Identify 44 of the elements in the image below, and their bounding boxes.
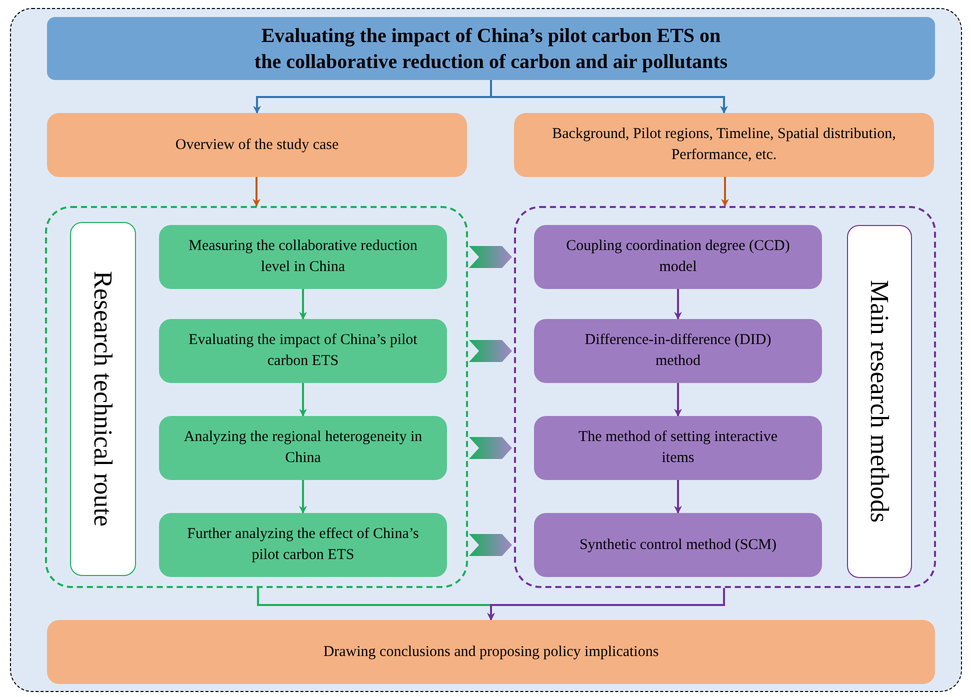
node-text: The method of setting interactive items — [577, 428, 779, 468]
process-box — [47, 113, 467, 177]
method-box — [534, 513, 822, 577]
arrow — [299, 383, 307, 417]
node-text: Further analyzing the effect of China’s pilot carbon ETS — [186, 525, 420, 565]
arrow — [674, 383, 682, 417]
step-box — [159, 416, 447, 480]
method-box — [534, 416, 822, 480]
side-label-box — [847, 225, 912, 578]
node-text: Synthetic control method (SCM) — [578, 536, 778, 554]
chevron-arrow — [469, 534, 512, 556]
node-text: Evaluating the impact of China’s pilot carbon ETS — [188, 331, 418, 371]
side-label-box — [70, 222, 136, 576]
arrow — [674, 480, 682, 514]
process-box — [47, 620, 935, 684]
chevron-arrow — [469, 437, 512, 459]
node-text: Coupling coordination degree (CCD) model — [565, 237, 791, 277]
node-text: Measuring the collaborative reduction level in China — [188, 237, 418, 277]
arrow — [490, 80, 728, 114]
process-box — [514, 113, 934, 177]
node-text: Overview of the study case — [174, 136, 340, 154]
step-box — [159, 225, 447, 289]
chevron-arrow — [469, 340, 512, 362]
node-text: Evaluating the impact of China’s pilot carbon ETS on the collaborative reduction of carbon and air pollutants — [253, 24, 729, 74]
group-container — [514, 206, 936, 588]
node-text: Background, Pilot regions, Timeline, Spatial distribution, Performance, etc. — [551, 125, 897, 165]
arrow — [299, 289, 307, 320]
node-text: Main research methods — [864, 280, 895, 523]
step-box — [159, 319, 447, 383]
arrow — [299, 480, 307, 514]
arrow — [487, 588, 725, 621]
group-container — [45, 206, 468, 588]
arrow — [252, 177, 260, 207]
node-text: Difference-in-difference (DID) method — [584, 331, 772, 371]
step-box — [159, 513, 447, 577]
node-text: Drawing conclusions and proposing policy implications — [322, 642, 660, 662]
method-box — [534, 319, 822, 383]
node-text: Analyzing the regional heterogeneity in China — [182, 428, 424, 468]
title-box — [47, 17, 935, 80]
arrow — [674, 289, 682, 320]
chevron-arrow — [469, 246, 512, 268]
node-text: Research technical route — [88, 271, 118, 527]
method-box — [534, 225, 822, 289]
arrow — [721, 177, 729, 207]
